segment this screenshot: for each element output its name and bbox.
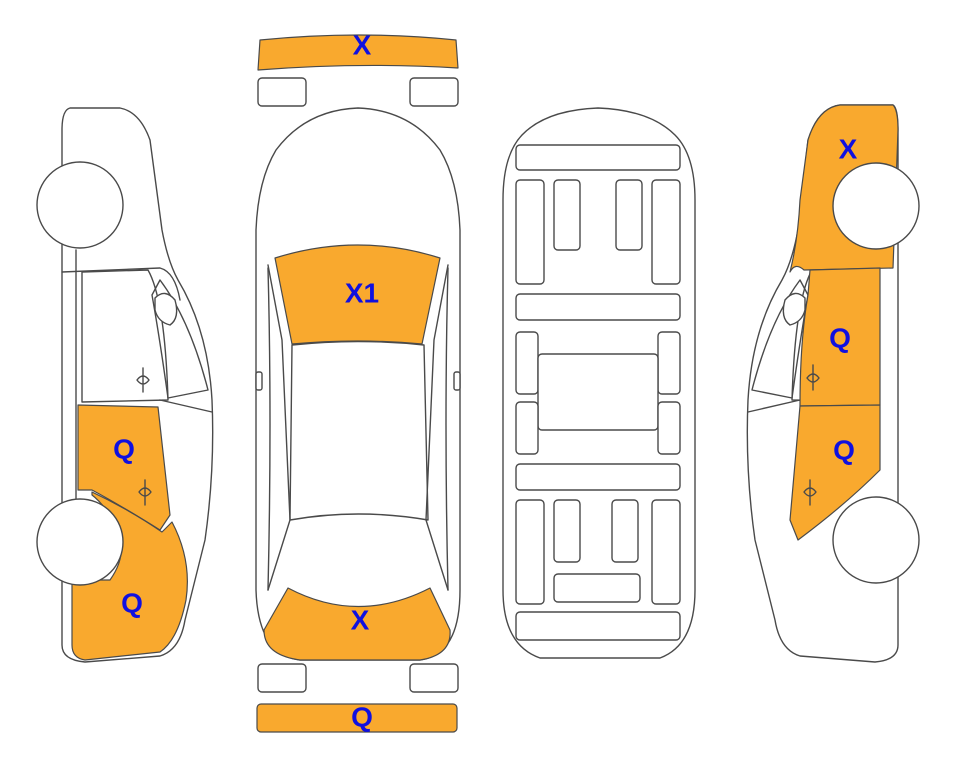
underbody-front-right-inner [615,179,643,251]
top-view-right-side-line [445,267,449,591]
underbody-view [502,107,696,659]
top-view-body-outline [255,107,461,661]
top-view-left-side-line [267,267,271,591]
front-bumper-damage [257,34,459,71]
underbody-mid-rear-bar [515,463,681,491]
underbody-left-sill-front [515,331,539,395]
top-view-right-pillar [425,264,449,591]
top-view-right-mirror [453,371,461,391]
right-side-rear-wheel [832,496,920,584]
right-side-view: X Q Q [746,104,920,663]
underbody-front-right-rail [651,179,681,285]
right-side-front-wheel [832,162,920,250]
front-bumper-label: X [353,29,372,60]
rear-bumper-damage [256,703,458,733]
underbody-rear-center-bar [553,573,641,603]
left-side-belt-line [61,267,181,301]
underbody-rear-crossmember [515,611,681,641]
underbody-right-sill-rear [657,401,681,455]
right-side-front-door-handle [806,364,820,391]
rear-left-light [257,663,307,693]
underbody-left-sill-rear [515,401,539,455]
windshield-label: X1 [345,277,379,308]
top-view-left-mirror [255,371,263,391]
left-side-front-window [151,279,209,399]
rear-window-damage [263,587,451,661]
front-left-light [257,77,307,107]
left-side-lower-line [159,399,213,413]
underbody-front-left-inner [553,179,581,251]
left-side-front-door-handle [136,367,150,393]
underbody-rear-right-rail [651,499,681,605]
right-front-fender-label: X [839,133,858,164]
underbody-rear-right-inner [611,499,639,563]
rear-bumper-label: Q [351,701,373,732]
left-rear-door-label: Q [113,433,135,464]
left-side-view: Q Q [36,107,214,663]
underbody-front-crossmember [515,144,681,171]
windshield-damage [274,244,441,345]
left-side-rear-window [81,269,169,403]
left-side-rear-wheel [36,498,124,586]
rear-right-light [409,663,459,693]
right-side-mirror [782,292,806,326]
left-side-rear-door-handle [138,479,152,506]
right-front-door-label: Q [829,322,851,353]
underbody-rear-left-inner [553,499,581,563]
right-rear-door-label: Q [833,434,855,465]
left-side-mirror [154,292,178,326]
underbody-front-left-rail [515,179,545,285]
front-right-light [409,77,459,107]
top-view-left-pillar [267,264,291,591]
underbody-rear-left-rail [515,499,545,605]
right-side-lower-line [747,399,801,413]
rear-window-label: X [351,604,370,635]
top-view: X X1 X Q [255,29,461,733]
right-rear-door-damage [789,404,881,541]
underbody-mid-front-bar [515,293,681,321]
right-side-rear-door-handle [803,479,817,506]
underbody-right-sill-front [657,331,681,395]
left-side-front-wheel [36,161,124,249]
underbody-center-panel [537,353,659,431]
left-rear-quarter-label: Q [121,587,143,618]
